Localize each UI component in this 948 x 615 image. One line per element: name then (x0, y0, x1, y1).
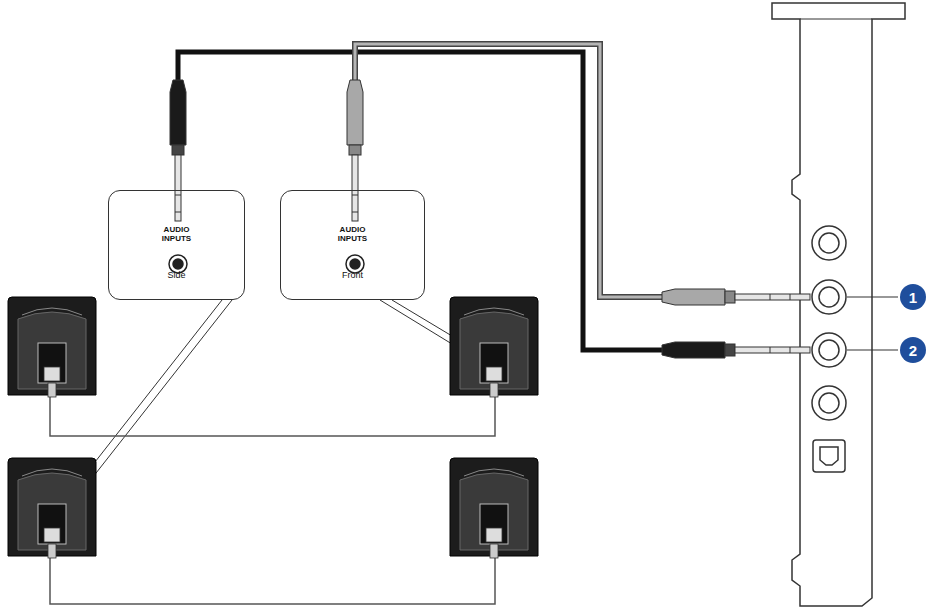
label-text: Front (287, 270, 418, 281)
leader-lines (847, 297, 898, 350)
speaker-wires (50, 396, 495, 604)
grey-plug-vertical (347, 80, 363, 221)
callout-number: 1 (900, 284, 926, 310)
callout-box: AUDIO INPUTS Front (280, 190, 425, 300)
callout-number-text: 2 (909, 342, 917, 359)
speaker (8, 297, 96, 397)
label-text: AUDIO INPUTS (328, 225, 378, 243)
black-plug (662, 342, 810, 358)
black-plug-vertical (170, 80, 186, 221)
card-bracket (772, 3, 905, 606)
label-text: AUDIO INPUTS (152, 225, 202, 243)
callout-box: AUDIO INPUTS Side (108, 190, 245, 300)
input-jacks (169, 255, 364, 273)
grey-plug (662, 289, 810, 305)
callout-number: 2 (900, 337, 926, 363)
speakers (8, 297, 538, 558)
callout-number-text: 1 (909, 289, 917, 306)
speaker (450, 297, 538, 397)
callout-pointers (48, 300, 492, 524)
label-text: Side (115, 270, 238, 281)
speaker (450, 458, 538, 558)
black-cable (178, 52, 665, 350)
card-jacks (812, 226, 846, 472)
grey-cable (355, 44, 665, 297)
speaker (8, 458, 96, 558)
